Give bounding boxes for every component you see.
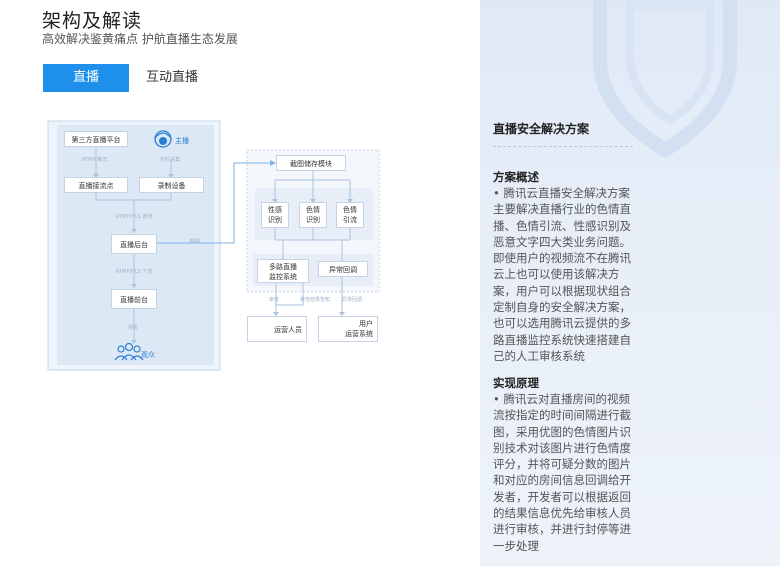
- page-subtitle: 高效解决鉴黄痛点 护航直播生态发展: [42, 32, 238, 46]
- rtmp-hls-pull-label: RTMP/HLS 下发: [116, 269, 153, 275]
- frontend-node: 直播前台: [111, 289, 157, 309]
- overview-heading: 方案概述: [493, 170, 539, 184]
- tab-interactive-live[interactable]: 互动直播: [129, 64, 215, 92]
- abnormal-callback-label: 异常回调: [342, 297, 363, 303]
- audience-label: 观众: [141, 351, 155, 359]
- panel-divider: [493, 146, 633, 147]
- principle-body: • 腾讯云对直播房间的视频流按指定的时间间隔进行截图，采用优图的色情图片识别技术…: [493, 392, 631, 553]
- screenshot-arrow-label: 截图: [190, 239, 201, 245]
- sexy-detect-node: 性感 识别: [261, 202, 289, 228]
- porn-detect-node: 色情 识别: [299, 202, 327, 228]
- solution-panel-background: [480, 0, 780, 566]
- anchor-label: 主播: [175, 137, 189, 145]
- review-label: 审查: [269, 297, 280, 303]
- shield-watermark-icon: [593, 0, 737, 159]
- user-ops-node: 用户 运营系统: [318, 316, 378, 342]
- rtmp-push-label: RTMP 推流: [82, 157, 108, 163]
- view-label: 观看: [128, 325, 139, 331]
- page-title: 架构及解读: [42, 10, 143, 32]
- rtmp-hls-push-label: RTMP/HLS 推流: [116, 214, 153, 220]
- push-node: 直播接流点: [64, 177, 128, 193]
- third-party-platform-node: 第三方直播平台: [64, 131, 128, 147]
- storage-node: 截图储存模块: [276, 155, 346, 171]
- tab-live[interactable]: 直播: [43, 64, 129, 92]
- monitor-node: 多路直播 监控系统: [257, 259, 309, 283]
- panel-title: 直播安全解决方案: [493, 122, 590, 136]
- principle-heading: 实现原理: [493, 376, 539, 390]
- porn-funnel-node: 色情 引流: [336, 202, 364, 228]
- operators-node: 运营人员: [247, 316, 307, 342]
- review-result-label: 审查结果告知: [300, 297, 331, 303]
- backend-node: 直播后台: [111, 234, 157, 254]
- overview-body: • 腾讯云直播安全解决方案主要解决直播行业的色情直播、色情引流、性感识别及恶意文…: [493, 186, 631, 363]
- realtime-capture-label: 实时采集: [160, 157, 181, 163]
- recorder-node: 录制设备: [139, 177, 204, 193]
- callback-node: 异常回调: [318, 261, 368, 277]
